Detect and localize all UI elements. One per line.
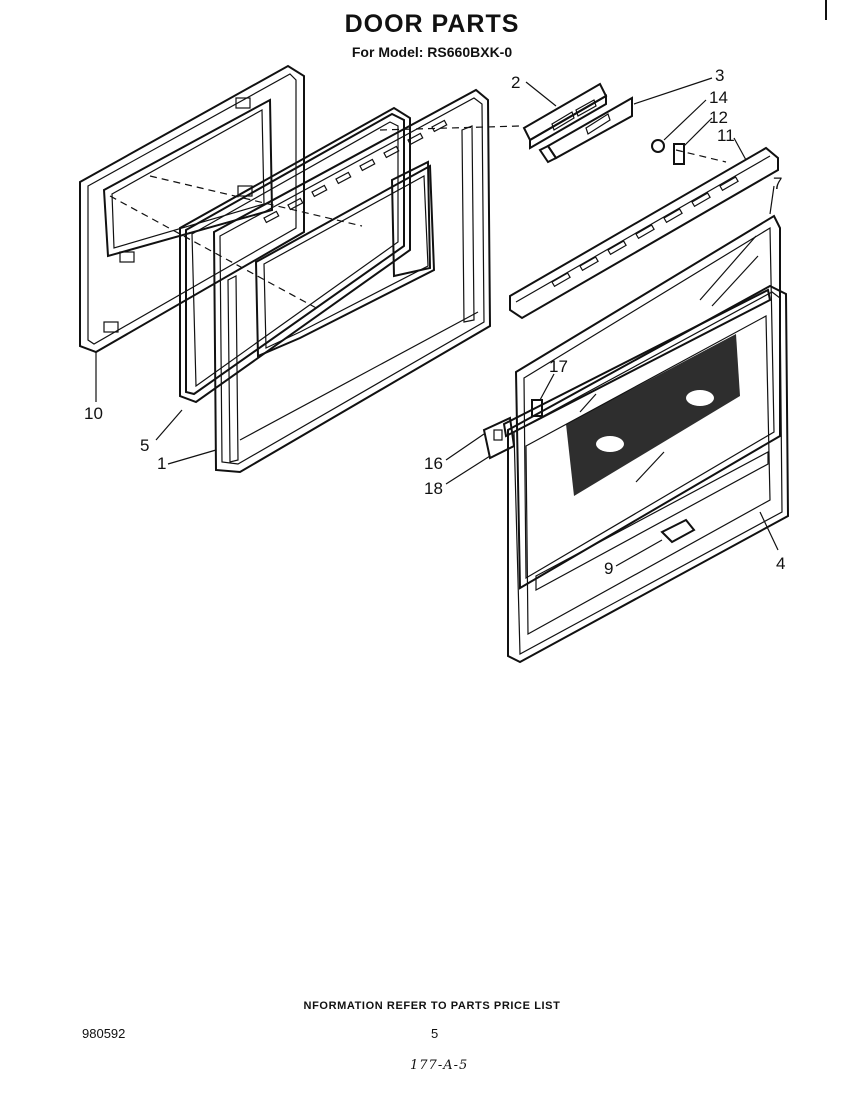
part-2-vent-bracket [522, 82, 608, 150]
document-number: 980592 [82, 1026, 126, 1041]
footer-note: NFORMATION REFER TO PARTS PRICE LIST [303, 1000, 561, 1012]
model-subtitle: For Model: RS660BXK-0 [351, 44, 513, 60]
callout-17: 17 [549, 357, 568, 376]
part-3-vent-trim [538, 96, 633, 164]
callout-12: 12 [709, 108, 728, 127]
callout-9: 9 [604, 559, 613, 578]
callout-5: 5 [140, 436, 149, 455]
callout-7: 7 [773, 174, 782, 193]
callout-16: 16 [424, 454, 443, 473]
callout-3: 3 [715, 66, 724, 85]
assembly-lines [109, 125, 727, 311]
handwritten-code: 177-A-5 [410, 1058, 469, 1073]
callout-10: 10 [84, 404, 103, 423]
part-14-nut [651, 139, 665, 153]
page-title: DOOR PARTS [344, 10, 520, 38]
callout-11: 11 [717, 126, 735, 145]
part-11-top-trim [509, 146, 779, 320]
part-1-inner-door-liner [212, 88, 492, 474]
callout-1: 1 [157, 454, 166, 473]
page-number: 5 [431, 1026, 439, 1041]
leader-lines [95, 77, 779, 567]
part-10-inner-panel [79, 64, 305, 354]
callout-18: 18 [424, 479, 443, 498]
part-9-bracket [660, 518, 696, 544]
part-16-hinge [482, 416, 516, 460]
part-4-outer-door-panel [502, 284, 790, 664]
callout-4: 4 [776, 554, 785, 573]
part-12-clip [673, 143, 685, 165]
callout-2: 2 [511, 73, 520, 92]
callout-14: 14 [709, 88, 728, 107]
part-17-clip [531, 399, 543, 417]
